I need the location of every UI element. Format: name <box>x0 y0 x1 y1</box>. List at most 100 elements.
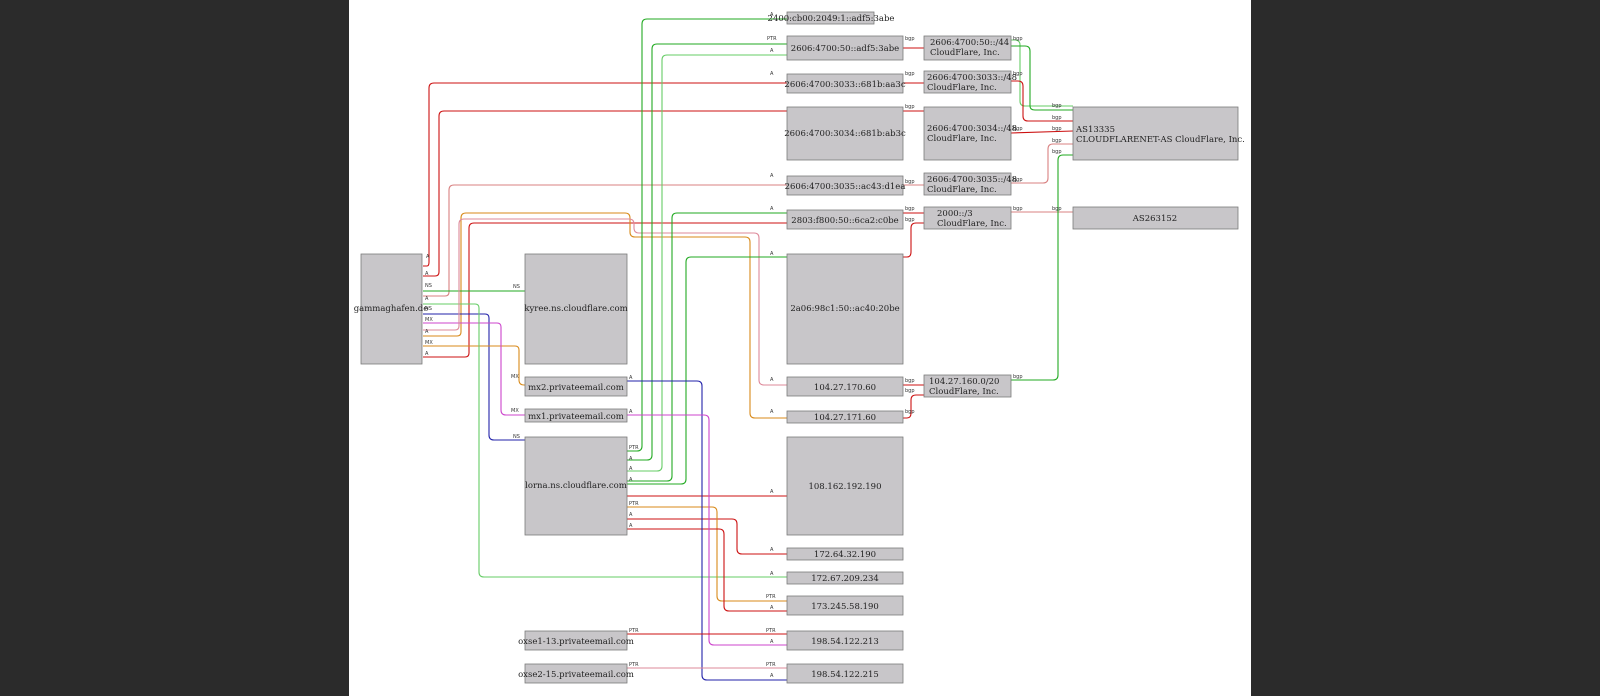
mx-node-mx2[interactable]: mx2.privateemail.com <box>524 376 628 397</box>
edge-label-bgp: bgp <box>905 104 915 110</box>
edge-label-a: A <box>629 523 633 529</box>
ip-label: 172.67.209.234 <box>811 574 879 584</box>
ns-node-kyree[interactable]: kyree.ns.cloudflare.com <box>524 253 628 365</box>
ip-node[interactable]: 104.27.170.60 <box>786 376 904 397</box>
edge-label-a: A <box>425 351 429 357</box>
as-number: AS263152 <box>1132 214 1177 224</box>
edge-domain-ip4-pink <box>423 218 787 386</box>
ip-node[interactable]: 172.67.209.234 <box>786 571 904 585</box>
edge-label-bgp: bgp <box>1052 149 1062 155</box>
ip-label: 2606:4700:3034::681b:ab3c <box>784 129 906 139</box>
ip-node[interactable]: 2606:4700:50::adf5:3abe <box>786 35 904 61</box>
edge-label-a: A <box>770 409 774 415</box>
edge-label-bgp: bgp <box>905 409 915 415</box>
prefix-label: 2606:4700:50::/44 <box>930 38 1009 48</box>
ptr-node-oxse1[interactable]: oxse1-13.privateemail.com <box>518 630 634 651</box>
prefix-node[interactable]: 2606:4700:3034::/48 CloudFlare, Inc. <box>923 106 1017 161</box>
as-node-13335[interactable]: AS13335 CLOUDFLARENET-AS CloudFlare, Inc… <box>1072 106 1245 161</box>
edge-lorna-ip6-6 <box>627 212 787 482</box>
ip-node[interactable]: 2606:4700:3034::681b:ab3c <box>784 106 906 161</box>
prefix-node[interactable]: 2606:4700:50::/44 CloudFlare, Inc. <box>923 35 1012 61</box>
edge-label-a: A <box>770 12 774 18</box>
ip-node[interactable]: 198.54.122.215 <box>786 663 904 684</box>
edge-lorna-ip4-4 <box>627 518 787 555</box>
edge-pfx4-as1 <box>1011 143 1073 184</box>
edge-label-ns: NS <box>425 306 432 312</box>
prefix-owner: CloudFlare, Inc. <box>927 134 997 144</box>
edge-label-ptr: PTR <box>629 662 639 668</box>
edge-domain-ns-lorna <box>423 313 525 441</box>
prefix-node[interactable]: 2606:4700:3035::/48 CloudFlare, Inc. <box>923 172 1017 196</box>
as-name: CLOUDFLARENET-AS CloudFlare, Inc. <box>1076 135 1245 145</box>
edge-label-ptr: PTR <box>767 36 777 42</box>
edge-label-a: A <box>770 48 774 54</box>
edge-label-bgp: bgp <box>1013 71 1023 77</box>
edge-label-bgp: bgp <box>1052 206 1062 212</box>
ip-label: 2606:4700:3033::681b:aa3c <box>784 80 905 90</box>
ip-label: 198.54.122.215 <box>811 670 879 680</box>
ip-node[interactable]: 2803:f800:50::6ca2:c0be <box>786 209 904 230</box>
edge-domain-mx2 <box>423 345 525 386</box>
edge-label-ns: NS <box>513 284 520 290</box>
edge-domain-ip6-3 <box>423 82 787 267</box>
edge-domain-mx1 <box>423 322 525 416</box>
ptr-node-oxse2[interactable]: oxse2-15.privateemail.com <box>518 663 634 684</box>
ns-node-lorna[interactable]: lorna.ns.cloudflare.com <box>524 436 628 536</box>
graph-canvas: A A NS A NS MX A MX A NS MX MX NS A A PT… <box>349 0 1251 696</box>
ip-label: 2606:4700:3035::ac43:d1ea <box>785 182 906 192</box>
edge-label-bgp: bgp <box>905 217 915 223</box>
edge-label-ns: NS <box>513 434 520 440</box>
edge-label-a: A <box>770 377 774 383</box>
ip-node[interactable]: 2a06:98c1:50::ac40:20be <box>786 253 904 365</box>
edge-label-a: A <box>770 173 774 179</box>
edge-label-mx: MX <box>511 408 519 414</box>
ip-label: 104.27.171.60 <box>814 413 876 423</box>
edge-pfx6-as1 <box>1011 154 1073 381</box>
prefix-node[interactable]: 2606:4700:3033::/48 CloudFlare, Inc. <box>923 70 1017 94</box>
prefix-owner: CloudFlare, Inc. <box>927 83 997 93</box>
edge-pfx2-as1 <box>1011 80 1073 122</box>
ip-node[interactable]: 2606:4700:3033::681b:aa3c <box>784 73 906 94</box>
edge-ip4-2-pfx6 <box>903 394 924 419</box>
edge-lorna-ip4-6a <box>627 506 787 602</box>
prefix-node[interactable]: 2000::/3 CloudFlare, Inc. <box>923 206 1012 230</box>
ip-node[interactable]: 173.245.58.190 <box>786 595 904 616</box>
edge-label-ns: NS <box>425 283 432 289</box>
prefix-owner: CloudFlare, Inc. <box>930 48 1000 58</box>
ptr-label: oxse1-13.privateemail.com <box>518 637 634 647</box>
edge-label-a: A <box>425 329 429 335</box>
edge-label-ptr: PTR <box>629 501 639 507</box>
edge-label-mx: MX <box>425 317 433 323</box>
ns-label: lorna.ns.cloudflare.com <box>525 481 627 491</box>
edge-label-bgp: bgp <box>905 36 915 42</box>
edge-domain-ip6-5 <box>423 184 787 297</box>
edge-label-ptr: PTR <box>766 594 776 600</box>
domain-node[interactable]: gammaghafen.de <box>354 253 429 365</box>
prefix-node[interactable]: 104.27.160.0/20 CloudFlare, Inc. <box>923 374 1012 398</box>
mx-node-mx1[interactable]: mx1.privateemail.com <box>524 408 628 423</box>
ip-node[interactable]: 2606:4700:3035::ac43:d1ea <box>785 175 906 196</box>
ip-node[interactable]: 172.64.32.190 <box>786 547 904 561</box>
edge-label-a: A <box>629 477 633 483</box>
edge-lorna-ip4-6b <box>627 528 787 612</box>
ip-node[interactable]: 108.162.192.190 <box>786 436 904 536</box>
edge-label-bgp: bgp <box>905 388 915 394</box>
network-graph: A A NS A NS MX A MX A NS MX MX NS A A PT… <box>354 11 1245 684</box>
edge-ip6-7-pfx5 <box>903 222 924 258</box>
edge-domain-ip4-5 <box>423 303 787 578</box>
as-node-263152[interactable]: AS263152 <box>1072 206 1239 230</box>
ip-label: 172.64.32.190 <box>814 550 876 560</box>
ip-label: 2606:4700:50::adf5:3abe <box>791 44 899 54</box>
prefix-label: 104.27.160.0/20 <box>929 377 999 387</box>
ip-label: 2400:cb00:2049:1::adf5:3abe <box>768 14 895 24</box>
edge-lorna-ip6-2a <box>627 43 787 461</box>
edge-label-bgp: bgp <box>905 179 915 185</box>
edge-label-a: A <box>770 605 774 611</box>
prefix-label: 2606:4700:3035::/48 <box>927 175 1017 185</box>
edge-label-bgp: bgp <box>1013 126 1023 132</box>
ip-node[interactable]: 198.54.122.213 <box>786 630 904 651</box>
ip-node[interactable]: 104.27.171.60 <box>786 410 904 424</box>
edge-label-a: A <box>629 512 633 518</box>
ip-label: 198.54.122.213 <box>811 637 879 647</box>
ip-node[interactable]: 2400:cb00:2049:1::adf5:3abe <box>768 11 895 25</box>
